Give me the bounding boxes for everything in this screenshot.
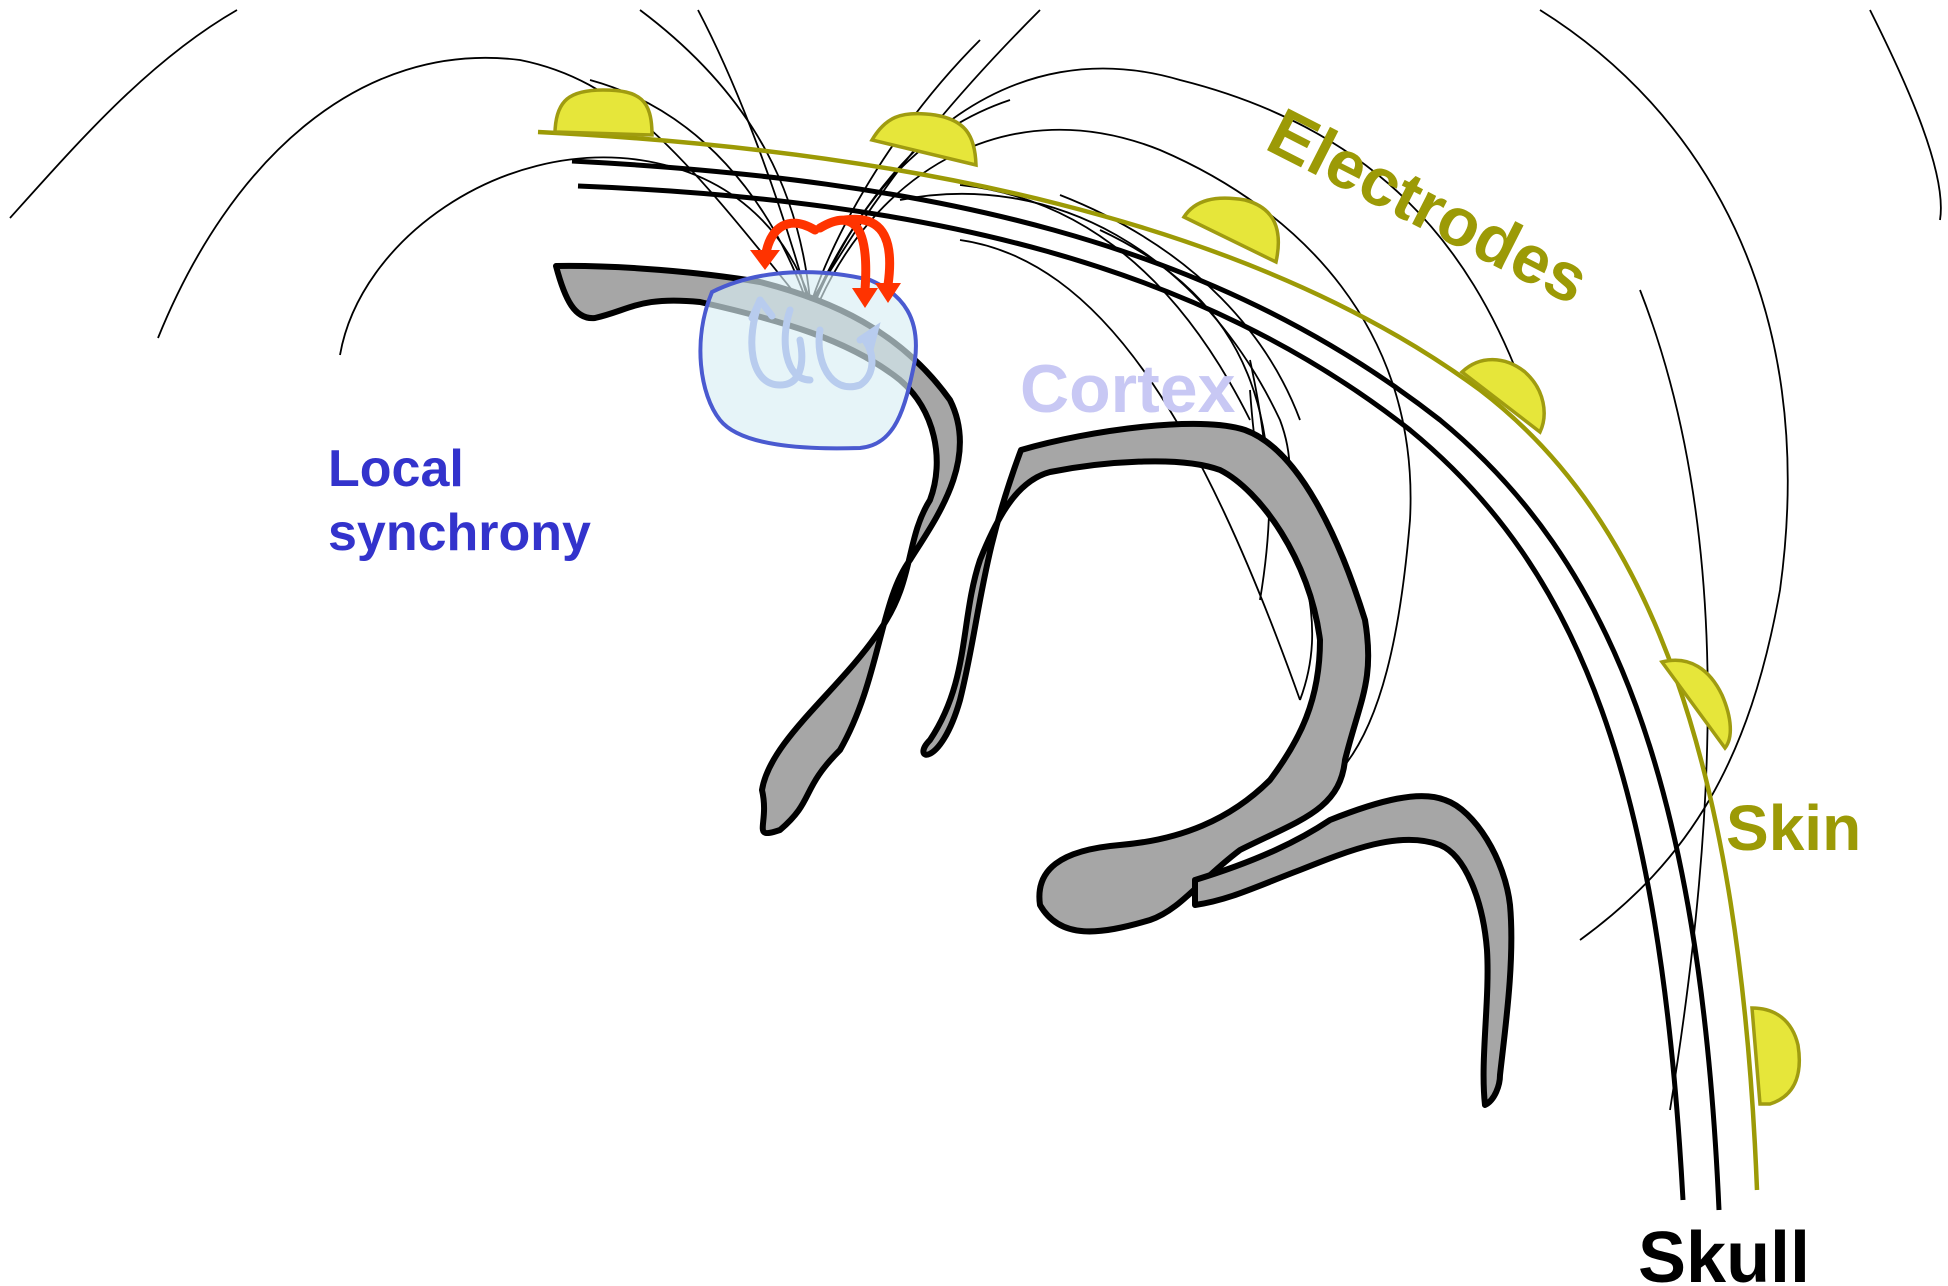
electrode-4 <box>1462 360 1544 432</box>
electrode-3 <box>1184 198 1278 262</box>
label-skin: Skin <box>1726 792 1861 864</box>
label-local-synchrony-line1: Local <box>328 440 464 498</box>
electrode-6 <box>1752 1008 1799 1104</box>
label-skull: Skull <box>1638 1218 1810 1286</box>
label-electrodes: Electrodes <box>1256 94 1600 320</box>
label-cortex: Cortex <box>1020 351 1236 427</box>
synchrony-region <box>700 272 916 448</box>
electrode-1 <box>555 90 652 135</box>
field-lines <box>10 10 1941 1110</box>
label-local-synchrony-line2: synchrony <box>328 504 591 562</box>
electrodes-group <box>555 90 1799 1104</box>
